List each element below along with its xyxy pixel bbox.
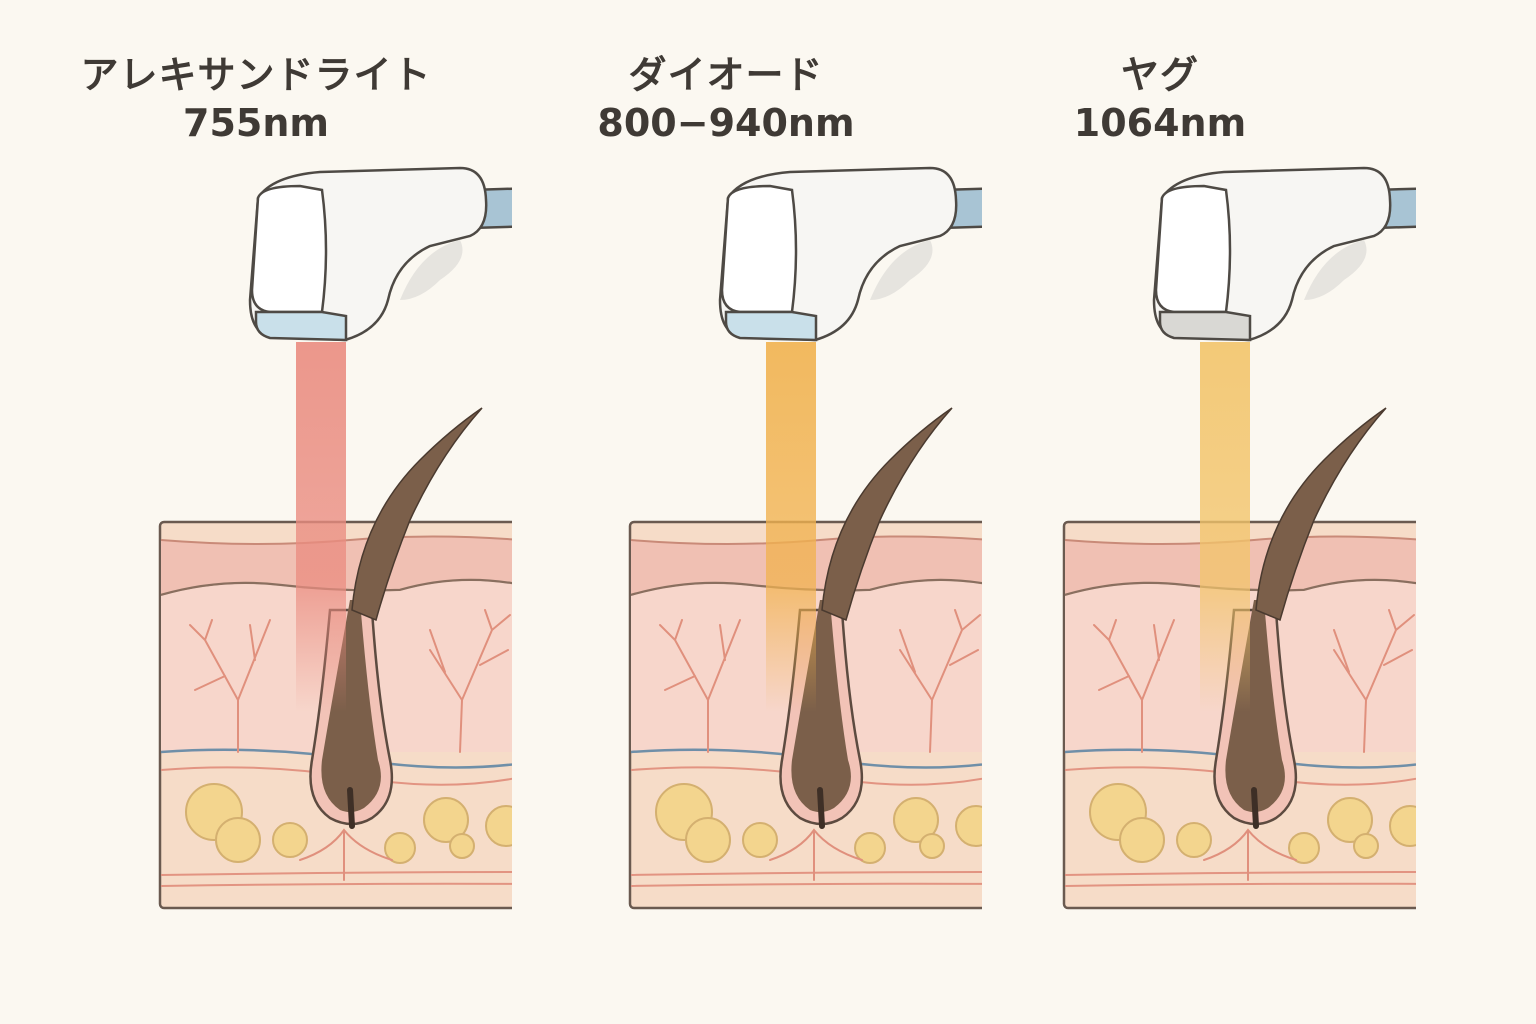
laser-wavelength: 755nm	[183, 101, 329, 145]
fat-cell	[1353, 833, 1379, 859]
hair-bulb	[321, 600, 381, 813]
panel-yag: ヤグ 1064nm	[904, 0, 1416, 1024]
fat-cell	[423, 797, 469, 843]
handpiece-tip	[254, 310, 348, 342]
panel-diode: ダイオード 800−940nm	[470, 0, 982, 1024]
fat-cell	[1176, 822, 1212, 858]
capillary	[1203, 828, 1297, 881]
fat-cell	[215, 817, 261, 863]
laser-name: ヤグ	[1120, 53, 1199, 97]
capillary	[769, 828, 863, 881]
capillary	[189, 619, 271, 753]
handpiece-face	[1154, 184, 1232, 314]
capillary	[1333, 609, 1415, 753]
fat-cell	[1288, 832, 1320, 864]
dermal-papilla	[1251, 787, 1259, 829]
fat-cell	[742, 822, 778, 858]
laser-beam	[1200, 342, 1250, 712]
fat-cell	[1389, 805, 1416, 847]
laser-label: アレキサンドライト 755nm	[0, 52, 512, 148]
laser-wavelength: 800−940nm	[597, 101, 855, 145]
fat-cell	[854, 832, 886, 864]
capillary	[299, 828, 393, 881]
fat-cell	[449, 833, 475, 859]
fat-cell	[893, 797, 939, 843]
hair-shaft	[821, 407, 953, 622]
fat-cell	[485, 805, 512, 847]
capillary	[899, 609, 981, 753]
laser-name: アレキサンドライト	[80, 53, 432, 97]
handpiece-tip	[1158, 310, 1252, 342]
hair-shaft	[1255, 407, 1387, 622]
laser-handpiece	[248, 166, 512, 342]
laser-label: ヤグ 1064nm	[904, 52, 1416, 148]
fat-cell	[685, 817, 731, 863]
capillary	[659, 619, 741, 753]
laser-name: ダイオード	[628, 53, 824, 97]
panel-alexandrite: アレキサンドライト 755nm	[0, 0, 512, 1024]
laser-beam	[296, 342, 346, 712]
laser-illustration	[1062, 166, 1416, 910]
fat-cell	[919, 833, 945, 859]
fat-cell	[272, 822, 308, 858]
capillary	[429, 609, 511, 753]
capillary	[1093, 619, 1175, 753]
hair-bulb	[791, 600, 851, 813]
laser-wavelength: 1064nm	[1073, 101, 1247, 145]
laser-handpiece	[718, 166, 982, 342]
laser-illustration	[158, 166, 512, 910]
fat-cell	[384, 832, 416, 864]
laser-beam	[766, 342, 816, 712]
laser-handpiece	[1152, 166, 1416, 342]
laser-label: ダイオード 800−940nm	[470, 52, 982, 148]
fat-cell	[955, 805, 982, 847]
handpiece-face	[250, 184, 328, 314]
handpiece-face	[720, 184, 798, 314]
hair-shaft	[351, 407, 483, 622]
fat-cell	[1119, 817, 1165, 863]
hair-bulb	[1225, 600, 1285, 813]
handpiece-tip	[724, 310, 818, 342]
laser-illustration	[628, 166, 982, 910]
dermal-papilla	[347, 787, 355, 829]
dermal-papilla	[817, 787, 825, 829]
fat-cell	[1327, 797, 1373, 843]
